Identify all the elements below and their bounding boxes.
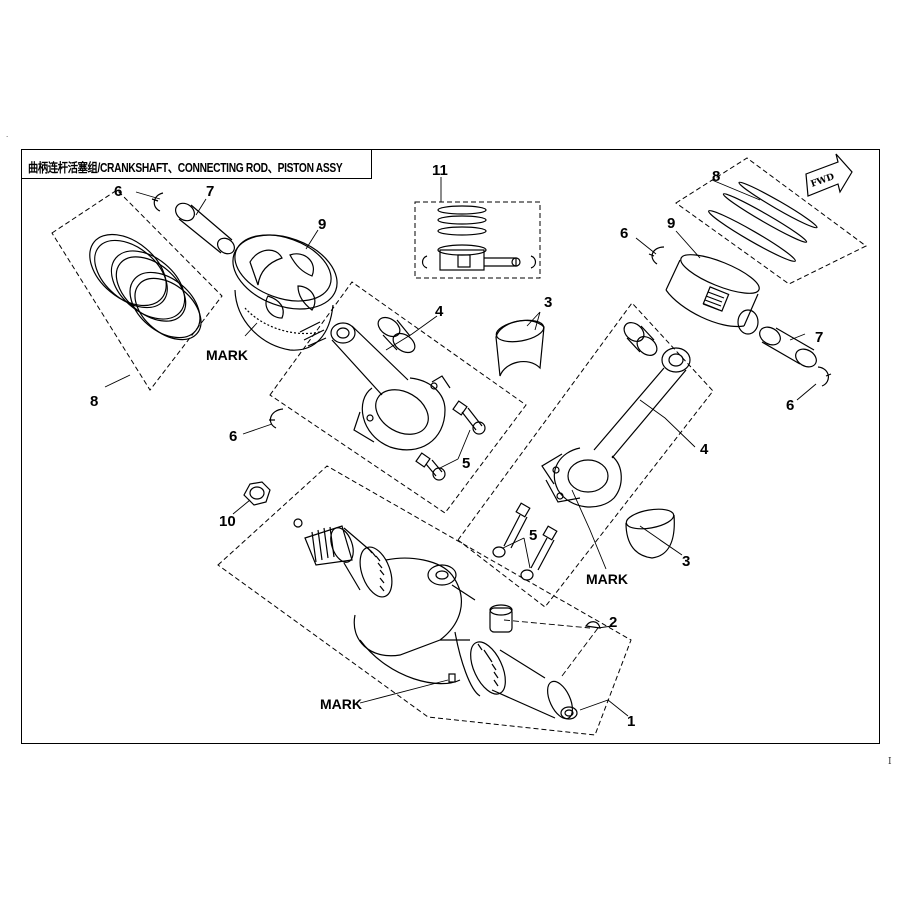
callout-3: 3 (682, 553, 690, 570)
ring-set-outline-right (675, 157, 867, 285)
callout-4: 4 (435, 303, 444, 320)
ball (293, 518, 303, 528)
callout-7: 7 (206, 183, 214, 200)
circlip-bottom-right (817, 366, 832, 387)
piston-rings-right (708, 181, 818, 262)
callout-2: 2 (609, 614, 617, 631)
callout-numbers: 6 7 9 8 6 4 3 5 11 8 9 6 7 6 4 3 5 10 2 … (90, 162, 823, 730)
crankshaft (304, 525, 578, 720)
conrod-right (541, 347, 691, 508)
callout-6: 6 (786, 397, 794, 414)
conrod-bolts-left (415, 400, 486, 481)
diagram-title: 曲柄连杆活塞组/CRANKSHAFT、CONNECTING ROD、PISTON… (28, 161, 343, 175)
callout-9: 9 (667, 215, 675, 232)
leader-lines (104, 177, 817, 717)
callout-11: 11 (432, 162, 448, 179)
crank-nut (243, 481, 303, 528)
callout-4: 4 (700, 441, 709, 458)
title-box: 曲柄连杆活塞组/CRANKSHAFT、CONNECTING ROD、PISTON… (21, 149, 372, 179)
bearing-shell-lower (625, 508, 675, 559)
conrod-group-outline-left (269, 281, 527, 514)
bearing-shell-upper (495, 319, 545, 377)
conrod-left (330, 322, 451, 451)
callout-10: 10 (219, 513, 236, 530)
conrod-group-outline-right (457, 302, 714, 608)
callout-6: 6 (229, 428, 237, 445)
callout-6: 6 (114, 183, 122, 200)
mark-label-piston: MARK (206, 347, 248, 363)
conrod-bolts-right (492, 502, 558, 581)
crankshaft-group-outline (217, 465, 632, 736)
callout-7: 7 (815, 329, 823, 346)
callout-5: 5 (529, 527, 537, 544)
circlip-top-right (648, 246, 665, 265)
margin-mark: I (888, 757, 892, 767)
callout-8: 8 (712, 168, 720, 185)
callout-8: 8 (90, 393, 98, 410)
piston-kit (421, 205, 537, 271)
corner-dot: . (6, 130, 9, 139)
callout-6: 6 (620, 225, 628, 242)
piston-ring-group-outline (51, 189, 223, 391)
piston-left (232, 234, 338, 351)
wrist-pin-left (175, 202, 235, 255)
wrist-pin-right (759, 326, 817, 368)
group-outlines (51, 157, 867, 736)
conrod-small-end-bush-right (623, 322, 658, 356)
circlip-bottom-left (269, 408, 284, 429)
callout-5: 5 (462, 455, 470, 472)
callout-1: 1 (627, 713, 635, 730)
piston-kit-outline (414, 201, 541, 279)
callout-9: 9 (318, 216, 326, 233)
mark-spot (448, 673, 456, 683)
fwd-arrow: FWD (805, 153, 853, 197)
mark-label-conrod: MARK (586, 571, 628, 587)
piston-rings-left (89, 233, 202, 341)
circlip-top-left (151, 192, 164, 212)
diagram-frame (21, 149, 880, 744)
conrod-small-end-bush-left (377, 316, 416, 354)
callout-3: 3 (544, 294, 552, 311)
piston-right (665, 254, 760, 335)
woodruff-key (584, 621, 601, 629)
mark-label-crankshaft: MARK (320, 696, 362, 712)
